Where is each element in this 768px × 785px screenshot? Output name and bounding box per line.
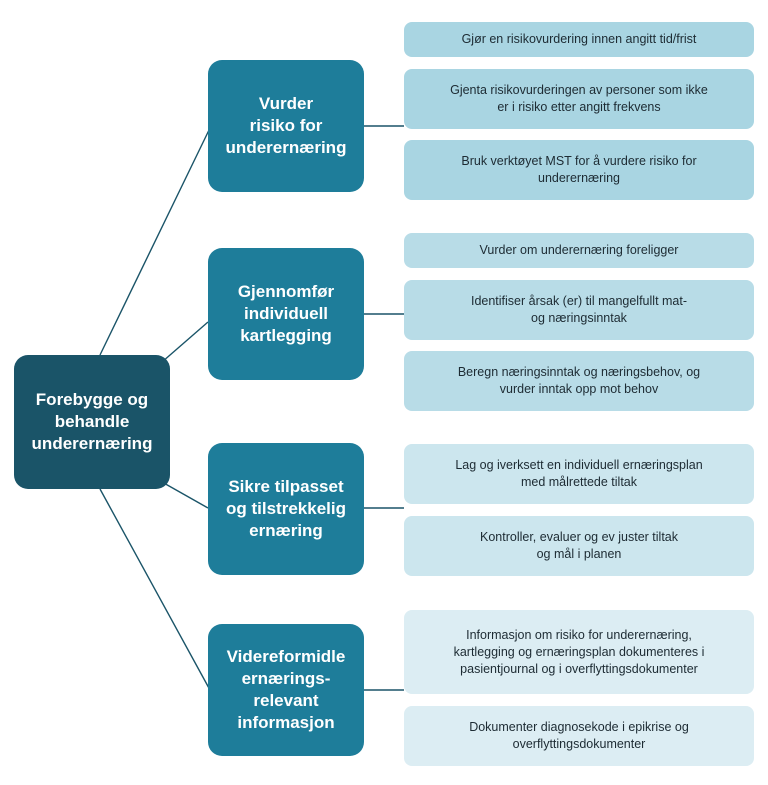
item-risikovurdering-frist: Gjør en risikovurdering innen angitt tid… xyxy=(404,22,754,57)
connector-root-to-group-1 xyxy=(99,127,211,356)
item-text: Dokumenter diagnosekode i epikrise og ov… xyxy=(469,720,689,751)
item-diagnosekode: Dokumenter diagnosekode i epikrise og ov… xyxy=(404,706,754,766)
category-vurder-risiko: Vurder risiko for underernæring xyxy=(208,60,364,192)
category-tilpasset-ernaering: Sikre tilpasset og tilstrekkelig ernærin… xyxy=(208,443,364,575)
item-text: Vurder om underernæring foreligger xyxy=(479,243,679,257)
item-text: Bruk verktøyet MST for å vurdere risiko … xyxy=(461,154,697,185)
category-label: Videreformidle ernærings- relevant infor… xyxy=(226,647,346,732)
item-gjenta-risikovurdering: Gjenta risikovurderingen av personer som… xyxy=(404,69,754,129)
item-identifiser-arsak: Identifiser årsak (er) til mangelfullt m… xyxy=(404,280,754,340)
item-text: Lag og iverksett en individuell ernæring… xyxy=(455,458,703,489)
item-text: Gjør en risikovurdering innen angitt tid… xyxy=(461,32,697,46)
item-text: Identifiser årsak (er) til mangelfullt m… xyxy=(470,294,688,325)
category-label: Vurder risiko for underernæring xyxy=(225,94,347,157)
item-informasjon-dokumenteres: Informasjon om risiko for underernæring,… xyxy=(404,610,754,694)
connector-root-to-group-4 xyxy=(99,488,211,691)
item-text: Beregn næringsinntak og næringsbehov, og… xyxy=(457,365,701,396)
item-text: Informasjon om risiko for underernæring,… xyxy=(453,627,705,676)
root-label: Forebygge og behandle underernæring xyxy=(31,390,153,453)
item-vurder-underernaering: Vurder om underernæring foreligger xyxy=(404,233,754,268)
item-mst-verktoy: Bruk verktøyet MST for å vurdere risiko … xyxy=(404,140,754,200)
category-videreformidle: Videreformidle ernærings- relevant infor… xyxy=(208,624,364,756)
item-text: Kontroller, evaluer og ev juster tiltak … xyxy=(479,530,679,561)
category-label: Sikre tilpasset og tilstrekkelig ernærin… xyxy=(226,477,346,540)
item-beregn-naeringsinntak: Beregn næringsinntak og næringsbehov, og… xyxy=(404,351,754,411)
category-label: Gjennomfør individuell kartlegging xyxy=(237,282,335,345)
root-node: Forebygge og behandle underernæring xyxy=(14,355,170,489)
item-ernaeringsplan: Lag og iverksett en individuell ernæring… xyxy=(404,444,754,504)
item-kontroller-evaluer: Kontroller, evaluer og ev juster tiltak … xyxy=(404,516,754,576)
connector-root-to-group-3 xyxy=(161,481,209,509)
item-text: Gjenta risikovurderingen av personer som… xyxy=(450,83,708,114)
category-kartlegging: Gjennomfør individuell kartlegging xyxy=(208,248,364,380)
connector-root-to-group-2 xyxy=(161,321,209,363)
